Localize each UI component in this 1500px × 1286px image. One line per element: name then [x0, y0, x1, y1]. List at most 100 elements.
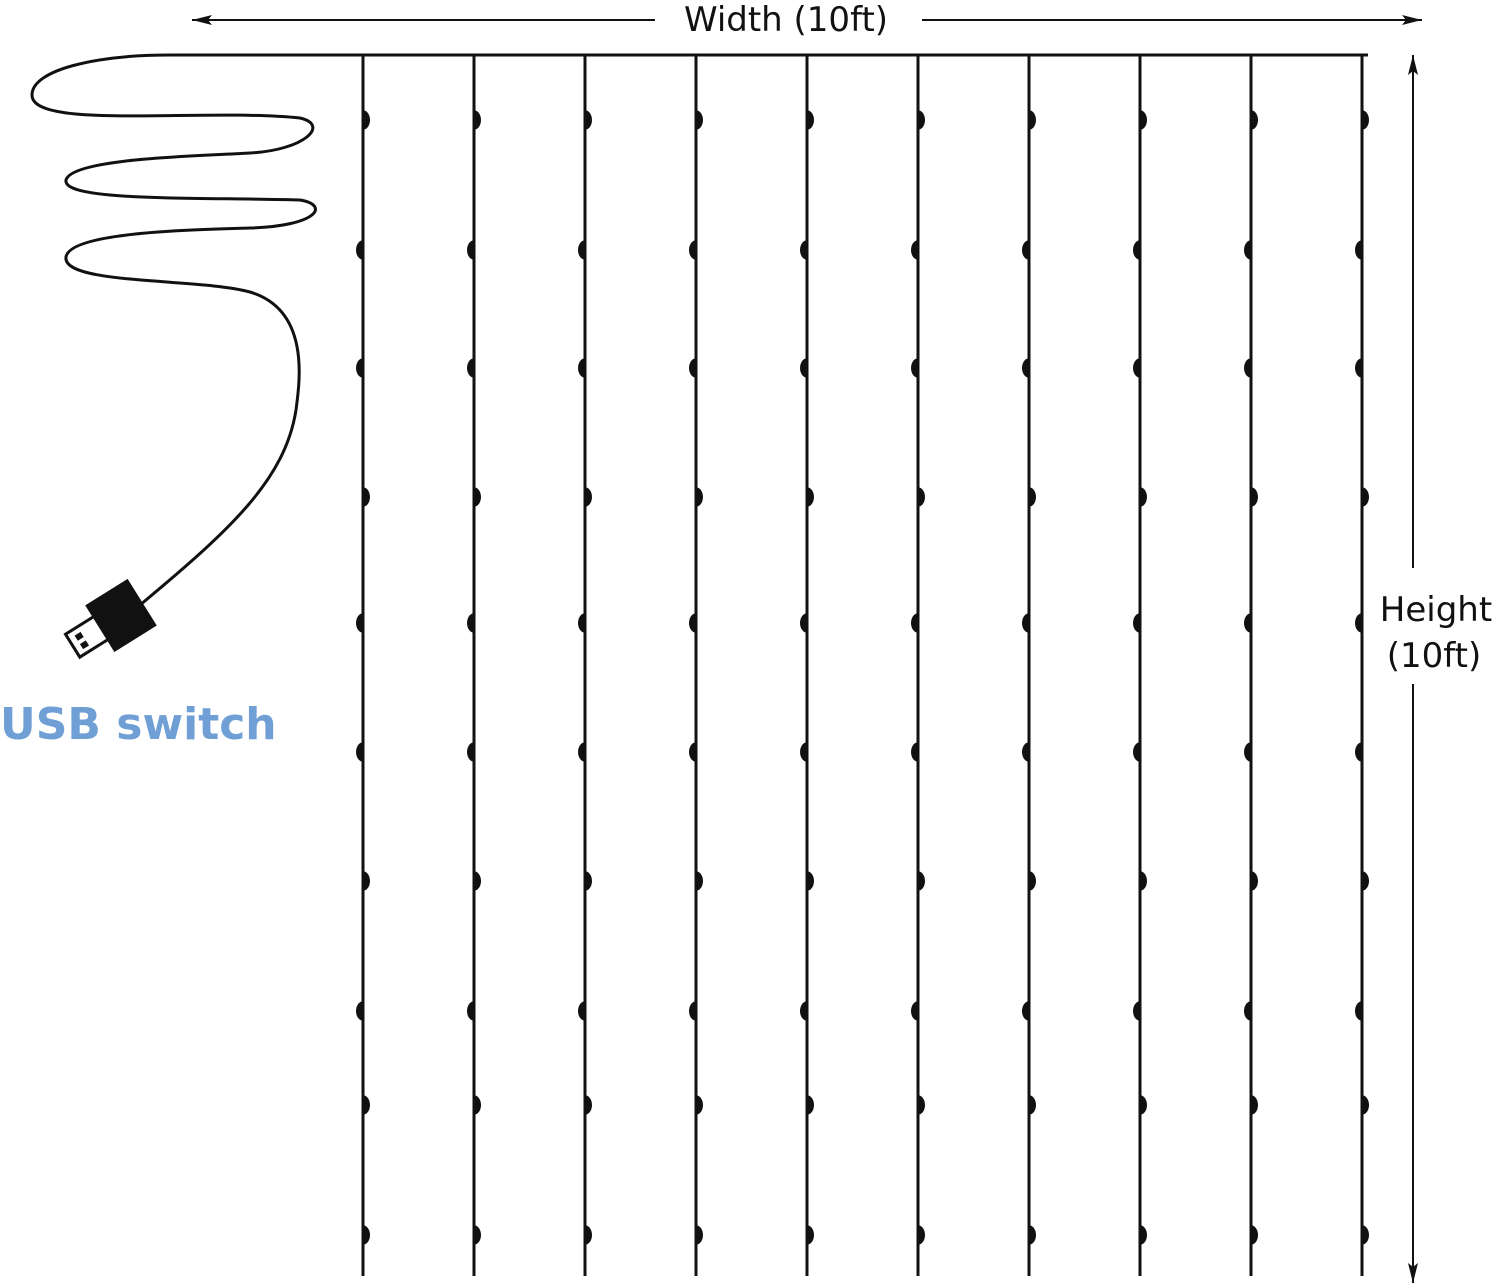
- bulb-icon: [474, 487, 481, 507]
- light-strands: [356, 55, 1370, 1276]
- bulb-icon: [1251, 487, 1258, 507]
- bulb-icon: [585, 110, 592, 130]
- bulb-icon: [363, 871, 370, 891]
- bulb-icon: [1251, 871, 1258, 891]
- bulb-icon: [1029, 871, 1036, 891]
- bulb-icon: [696, 110, 703, 130]
- bulb-icon: [1355, 742, 1362, 762]
- bulb-icon: [1133, 742, 1140, 762]
- bulb-icon: [1244, 613, 1251, 633]
- width-label: Width (10ft): [684, 0, 888, 40]
- bulb-icon: [689, 742, 696, 762]
- bulb-icon: [696, 1095, 704, 1115]
- bulb-icon: [585, 1095, 593, 1115]
- bulb-icon: [578, 613, 585, 633]
- bulb-icon: [1244, 358, 1251, 378]
- bulb-icon: [1362, 487, 1369, 507]
- bulb-icon: [807, 1225, 815, 1245]
- bulb-icon: [585, 487, 592, 507]
- height-label-line1: Height: [1380, 590, 1492, 630]
- bulb-icon: [911, 358, 918, 378]
- bulb-icon: [1133, 613, 1140, 633]
- usb-switch-label: USB switch: [0, 699, 277, 750]
- power-cable: [30, 53, 1368, 607]
- bulb-icon: [356, 358, 363, 378]
- bulb-icon: [1362, 1095, 1370, 1115]
- bulb-icon: [363, 110, 370, 130]
- bulb-icon: [800, 742, 807, 762]
- bulb-icon: [356, 613, 363, 633]
- bulb-icon: [1355, 1001, 1362, 1021]
- bulb-icon: [696, 1225, 704, 1245]
- bulb-icon: [1251, 110, 1258, 130]
- bulb-icon: [807, 110, 814, 130]
- bulb-icon: [1022, 1001, 1029, 1021]
- bulb-icon: [1355, 358, 1362, 378]
- bulb-icon: [474, 110, 481, 130]
- bulb-icon: [689, 613, 696, 633]
- bulb-icon: [1244, 1001, 1251, 1021]
- bulb-icon: [474, 1225, 482, 1245]
- bulb-icon: [1022, 742, 1029, 762]
- bulb-icon: [356, 742, 363, 762]
- bulb-icon: [1355, 240, 1362, 260]
- bulb-icon: [807, 487, 814, 507]
- bulb-icon: [1140, 487, 1147, 507]
- bulb-icon: [1140, 871, 1147, 891]
- bulb-icon: [474, 871, 481, 891]
- bulb-icon: [689, 358, 696, 378]
- bulb-icon: [363, 1225, 371, 1245]
- bulb-icon: [800, 358, 807, 378]
- height-label-line2: (10ft): [1387, 636, 1482, 676]
- bulb-icon: [1362, 110, 1369, 130]
- bulb-icon: [918, 1225, 926, 1245]
- bulb-icon: [1133, 1001, 1140, 1021]
- bulb-icon: [800, 1001, 807, 1021]
- bulb-icon: [578, 1001, 585, 1021]
- bulb-icon: [585, 871, 593, 891]
- bulb-icon: [578, 358, 585, 378]
- bulb-icon: [363, 1095, 371, 1115]
- bulb-icon: [800, 240, 807, 260]
- bulb-icon: [1133, 240, 1140, 260]
- bulb-icon: [578, 742, 585, 762]
- bulb-icon: [1355, 613, 1362, 633]
- bulb-icon: [578, 240, 585, 260]
- bulb-icon: [696, 871, 703, 891]
- bulb-icon: [1362, 871, 1370, 891]
- bulb-icon: [356, 1001, 363, 1021]
- bulb-icon: [1251, 1095, 1259, 1115]
- bulb-icon: [911, 240, 918, 260]
- bulb-icon: [1133, 358, 1140, 378]
- usb-plug-icon: [63, 578, 157, 660]
- bulb-icon: [689, 1001, 696, 1021]
- bulb-icon: [467, 613, 474, 633]
- bulb-icon: [1140, 1225, 1148, 1245]
- bulb-icon: [1029, 1095, 1036, 1115]
- bulb-icon: [1244, 742, 1251, 762]
- bulb-icon: [918, 110, 925, 130]
- bulb-icon: [807, 1095, 815, 1115]
- bulb-icon: [1244, 240, 1251, 260]
- bulb-icon: [467, 742, 474, 762]
- bulb-icon: [356, 240, 363, 260]
- bulb-icon: [807, 871, 815, 891]
- bulb-icon: [363, 487, 370, 507]
- bulb-icon: [1022, 358, 1029, 378]
- bulb-icon: [585, 1225, 593, 1245]
- bulb-icon: [467, 240, 474, 260]
- bulb-icon: [1022, 613, 1029, 633]
- bulb-icon: [911, 1001, 918, 1021]
- bulb-icon: [696, 487, 703, 507]
- bulb-icon: [467, 358, 474, 378]
- bulb-icon: [1029, 487, 1036, 507]
- bulb-icon: [911, 742, 918, 762]
- bulb-icon: [1362, 1225, 1370, 1245]
- bulb-icon: [1022, 240, 1029, 260]
- bulb-icon: [1029, 1225, 1036, 1245]
- bulb-icon: [1029, 110, 1036, 130]
- bulb-icon: [1251, 1225, 1259, 1245]
- bulb-icon: [918, 1095, 926, 1115]
- bulb-icon: [474, 1095, 482, 1115]
